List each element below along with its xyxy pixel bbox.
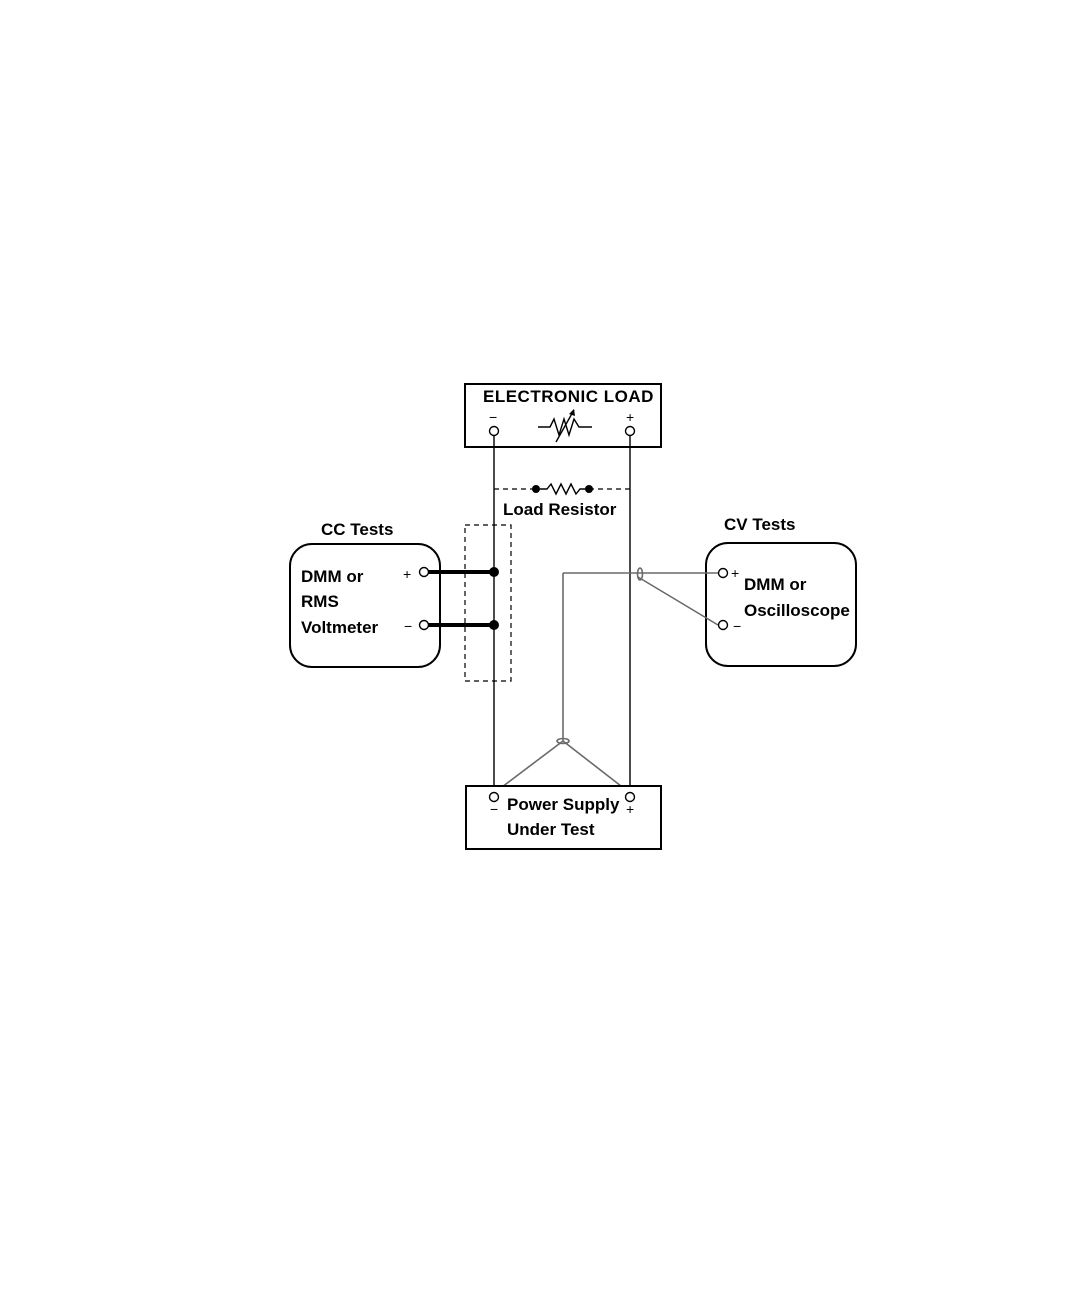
power-supply-minus-label: −	[490, 801, 498, 817]
cc-meter-minus-terminal	[420, 621, 429, 630]
electronic-load-plus-label: +	[626, 409, 634, 425]
cc-meter-line3: Voltmeter	[301, 618, 379, 637]
power-supply-line1: Power Supply	[507, 795, 620, 814]
electronic-load-title: ELECTRONIC LOAD	[483, 387, 654, 406]
cv-tests-instrument: CV Tests DMM or Oscilloscope + −	[706, 515, 856, 666]
cv-meter-line1: DMM or	[744, 575, 807, 594]
electronic-load-minus-terminal	[490, 427, 499, 436]
current-shunt-box	[465, 525, 511, 681]
resistor-icon	[540, 484, 585, 494]
power-supply-under-test: − + Power Supply Under Test	[466, 786, 661, 849]
cv-meter-minus-terminal	[719, 621, 728, 630]
cc-meter-minus-label: −	[404, 618, 412, 634]
cv-sense-wiring	[494, 568, 728, 793]
cv-meter-plus-terminal	[719, 569, 728, 578]
cv-meter-minus-label: −	[733, 618, 741, 634]
electronic-load-minus-label: −	[489, 409, 497, 425]
cc-tests-instrument: CC Tests DMM or RMS Voltmeter + −	[290, 520, 499, 667]
cc-meter-plus-label: +	[403, 566, 411, 582]
cc-meter-line1: DMM or	[301, 567, 364, 586]
power-supply-line2: Under Test	[507, 820, 595, 839]
cc-meter-line2: RMS	[301, 592, 339, 611]
load-resistor: Load Resistor	[494, 484, 630, 519]
cv-tests-title: CV Tests	[724, 515, 796, 534]
cv-meter-line2: Oscilloscope	[744, 601, 850, 620]
load-resistor-label: Load Resistor	[503, 500, 617, 519]
cc-tests-title: CC Tests	[321, 520, 393, 539]
cv-meter-plus-label: +	[731, 565, 739, 581]
electronic-load-plus-terminal	[626, 427, 635, 436]
cc-meter-plus-terminal	[420, 568, 429, 577]
power-supply-plus-label: +	[626, 801, 634, 817]
